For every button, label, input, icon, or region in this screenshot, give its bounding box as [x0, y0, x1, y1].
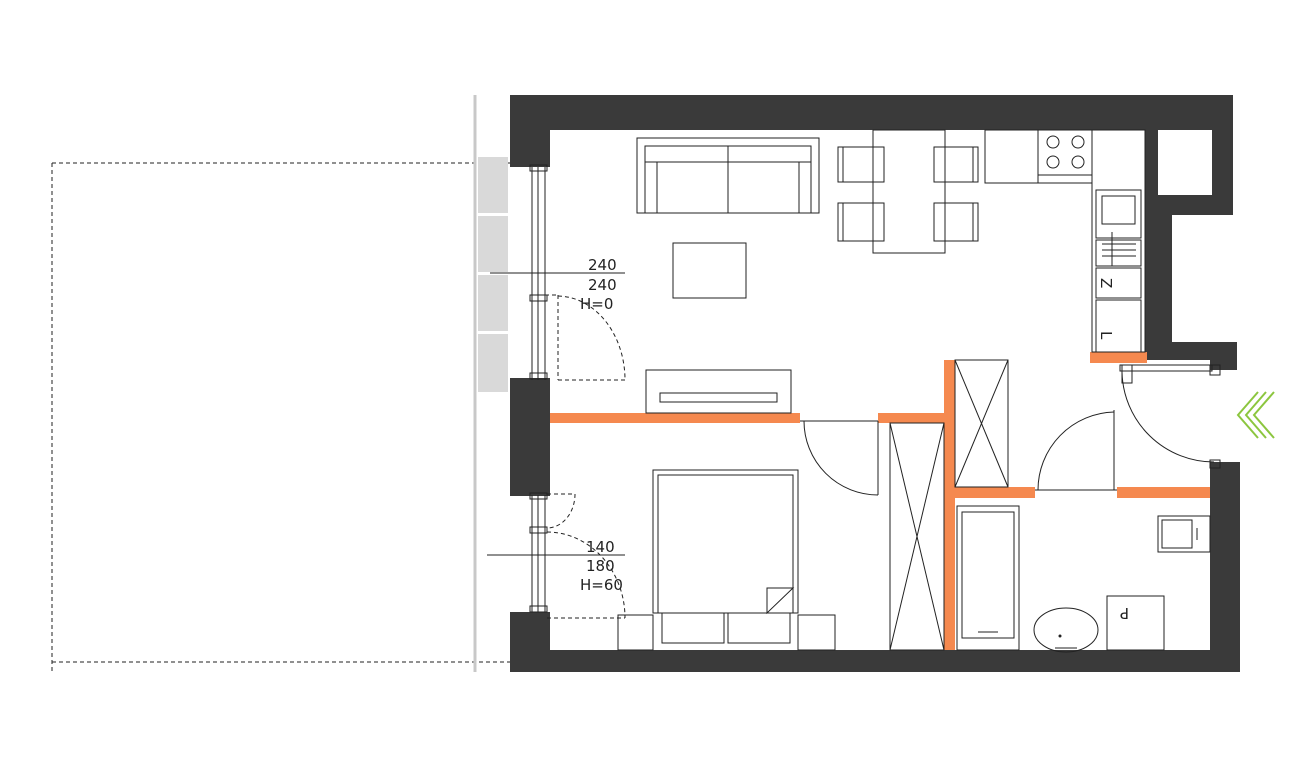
bathroom: P: [956, 505, 1211, 653]
coffee-table: [672, 242, 747, 299]
svg-text:140: 140: [586, 538, 615, 556]
kitchen: Z L: [984, 129, 1146, 353]
entrance-chevron-icon: [1236, 391, 1275, 439]
svg-text:240: 240: [588, 256, 617, 274]
sofa: [636, 137, 820, 214]
hall-wardrobe: [954, 359, 1009, 488]
living-window: [490, 164, 626, 381]
bedroom-window-label: 140 180 H=60: [580, 538, 623, 594]
door-bedroom: [800, 420, 879, 496]
structural-walls: [510, 95, 1240, 672]
bed: [617, 469, 836, 651]
fridge-label: Z: [1097, 278, 1115, 288]
shafts: [1158, 130, 1212, 650]
balcony-glass-panels: [478, 157, 508, 392]
svg-text:H=60: H=60: [580, 576, 623, 594]
svg-text:180: 180: [586, 557, 615, 575]
svg-text:H=0: H=0: [580, 295, 613, 313]
dishwasher-label: L: [1097, 331, 1115, 340]
partition-walls: [550, 352, 1210, 650]
tv-cabinet: [645, 369, 792, 414]
balcony-outline: [51, 95, 510, 672]
living-window-label: 240 240 H=0: [580, 256, 617, 313]
washer-label: P: [1120, 604, 1129, 622]
dining-set: [837, 129, 979, 254]
door-entrance: [1119, 364, 1221, 469]
bedroom-window: [487, 492, 626, 619]
bedroom-wardrobe: [889, 422, 945, 651]
svg-text:240: 240: [588, 276, 617, 294]
door-bathroom: [1035, 410, 1117, 491]
